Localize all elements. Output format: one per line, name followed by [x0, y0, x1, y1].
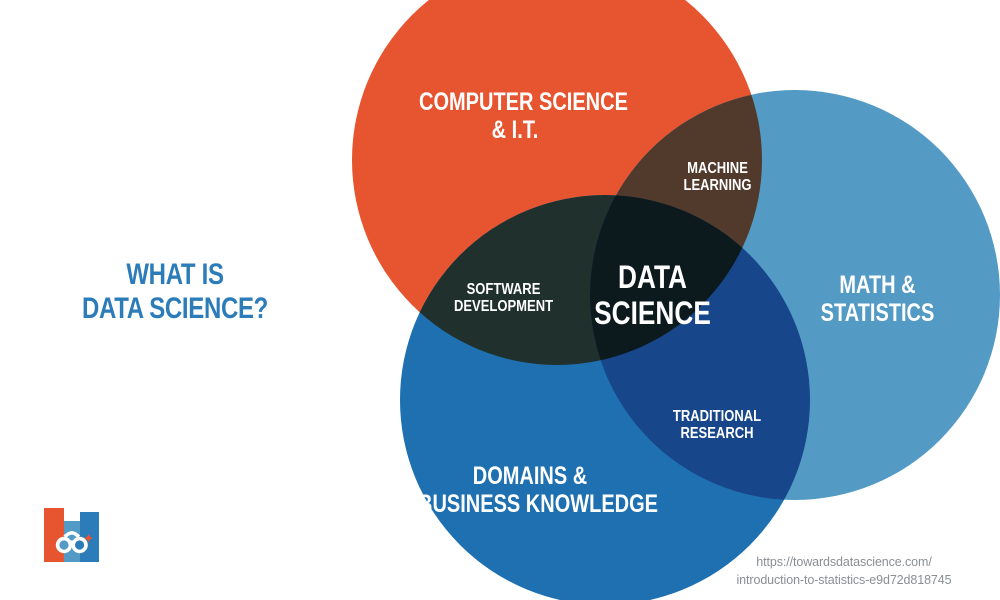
source-url[interactable]: https://towardsdatascience.com/ introduc…	[694, 553, 994, 591]
page-title: WHAT IS DATA SCIENCE?	[35, 258, 315, 325]
logo-bar-orange	[44, 508, 64, 562]
binoculars-bars-logo	[44, 508, 99, 562]
source-url-line1: https://towardsdatascience.com/	[756, 554, 932, 569]
page-title-line1: WHAT IS	[126, 258, 224, 291]
venn-intersection-data-science	[590, 195, 762, 365]
page-title-line2: DATA SCIENCE?	[81, 291, 269, 325]
venn-intersection-machine-learning	[590, 90, 762, 365]
source-url-line2: introduction-to-statistics-e9d72d818745	[736, 573, 952, 588]
logo-sparkle-icon	[84, 534, 93, 543]
binoculars-lens-cutout	[59, 540, 85, 550]
